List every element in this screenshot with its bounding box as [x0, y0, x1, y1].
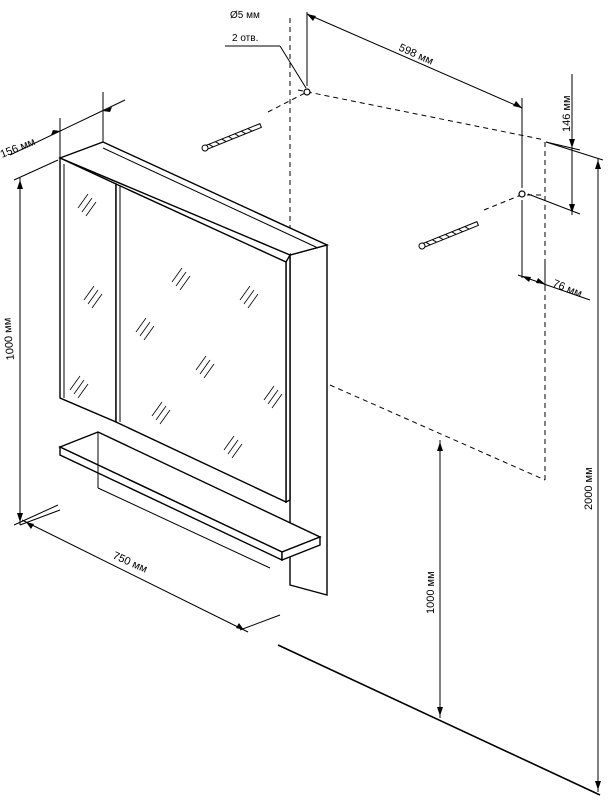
- screw-left: [201, 123, 263, 152]
- depth-label: 156 мм: [0, 136, 37, 161]
- screw-right: [418, 221, 480, 250]
- hole-spacing-dimension: [306, 12, 523, 188]
- hole-spacing-label: 598 мм: [397, 42, 435, 68]
- depth-dimension: [9, 92, 126, 158]
- left-mirror-door: [59, 156, 117, 424]
- shelf-side: [281, 535, 321, 562]
- hole-label-leader: [225, 45, 307, 89]
- screw-guide-right: [483, 194, 522, 211]
- right-mirror-door: [115, 182, 287, 504]
- mount-height-dimension: [437, 440, 443, 718]
- mount-height-label: 1000 мм: [425, 571, 437, 614]
- mirror-glare-marks: [69, 193, 283, 459]
- wall-outline: [289, 18, 546, 481]
- top-offset-label: 146 мм: [561, 95, 573, 132]
- width-dimension: [19, 509, 281, 633]
- floor-line: [277, 644, 601, 796]
- height-dimension: [13, 159, 59, 526]
- side-offset-dimension: [517, 200, 591, 301]
- total-height-dimension: [545, 141, 604, 792]
- hole-diameter-label: Ø5 мм: [230, 10, 260, 21]
- side-offset-label: 76 мм: [551, 278, 584, 301]
- hole-count-label: 2 отв.: [232, 33, 258, 44]
- mirror-cabinet: [58, 141, 330, 596]
- width-label: 750 мм: [111, 550, 149, 576]
- cabinet-top: [58, 141, 330, 256]
- mount-hole-right: [518, 190, 526, 198]
- total-height-label: 2000 мм: [583, 467, 595, 510]
- mount-hole-left: [303, 88, 311, 96]
- screw-guide-left: [267, 92, 306, 113]
- height-label: 1000 мм: [1, 317, 17, 361]
